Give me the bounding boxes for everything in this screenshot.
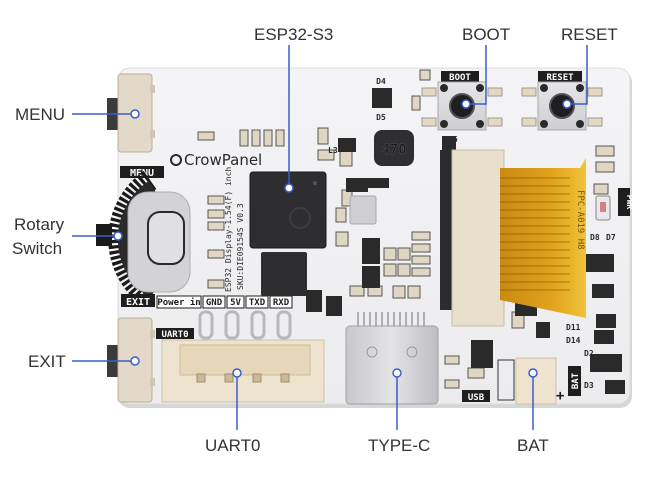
callout-dot-exit <box>130 356 140 366</box>
ref-d8: D8 <box>590 233 600 242</box>
ref-d2: D2 <box>584 349 594 358</box>
ref-d14: D14 <box>566 336 581 345</box>
callout-dots <box>113 99 572 378</box>
callout-dot-uart0 <box>232 368 242 378</box>
label-rotary-line2: Switch <box>12 239 63 258</box>
label-uart0: UART0 <box>205 436 261 455</box>
reset-button[interactable] <box>521 81 603 131</box>
label-boot: BOOT <box>462 25 511 44</box>
inductor-value: 470 <box>381 142 406 158</box>
callout-dot-reset <box>562 99 572 109</box>
ref-d7: D7 <box>606 233 616 242</box>
small-ics <box>306 136 625 394</box>
callout-dot-bat <box>528 368 538 378</box>
usb-tag: USB <box>462 390 490 403</box>
d4-d5-diode-array: D4 D5 <box>372 77 392 122</box>
label-menu: MENU <box>15 105 66 124</box>
ref-d5: D5 <box>376 113 386 122</box>
callout-line-boot <box>466 45 487 105</box>
model-text: ESP32 Display-1.54(F) inch <box>224 167 233 292</box>
brand-logo: CrowPanel <box>170 151 262 169</box>
reset-tag-text: RESET <box>546 73 574 83</box>
fpc-connector <box>440 149 505 327</box>
brand-text: CrowPanel <box>184 151 262 169</box>
rotary-switch[interactable] <box>96 170 191 308</box>
callout-lines <box>72 45 588 430</box>
pin-label-gnd: GND <box>206 298 223 308</box>
bat-tag-text: BAT <box>571 372 581 389</box>
uart0-tag-text: UART0 <box>161 330 188 340</box>
callout-line-reset <box>567 45 588 105</box>
exit-tag-text: EXIT <box>126 297 150 308</box>
bat-connector[interactable] <box>497 357 557 405</box>
inductor-470: 470 <box>374 130 414 166</box>
usb-tag-text: USB <box>468 393 485 403</box>
flash-chip <box>261 252 307 296</box>
exit-tag: EXIT <box>121 294 155 308</box>
sku-text: SKU:DIE09154S V0.3 <box>236 203 245 290</box>
pwr-tag-text: PWR <box>625 195 634 210</box>
ref-d6: D6 <box>448 135 458 144</box>
label-rotary-line1: Rotary <box>14 215 65 234</box>
header-pin-labels: Power in GND 5V TXD RXD <box>156 295 293 309</box>
label-reset: RESET <box>561 25 618 44</box>
power-led <box>595 195 611 221</box>
callout-dot-menu <box>130 109 140 119</box>
callout-dot-typec <box>392 368 402 378</box>
label-exit: EXIT <box>28 352 66 371</box>
crystal-can <box>349 195 377 225</box>
boot-tag: BOOT <box>441 71 479 83</box>
fpc-ribbon: FPC-A019 H8 <box>500 158 586 318</box>
pin-label-txd: TXD <box>249 298 266 308</box>
pwr-tag: PWR <box>618 188 634 216</box>
model-silkscreen: ESP32 Display-1.54(F) inch SKU:DIE09154S… <box>224 167 245 292</box>
label-bat: BAT <box>517 436 549 455</box>
pin-label-power-in: Power in <box>157 297 200 308</box>
pin-label-5v: 5V <box>230 298 241 308</box>
uart0-tag: UART0 <box>156 328 194 340</box>
ref-d3: D3 <box>584 381 594 390</box>
label-type-c: TYPE-C <box>368 436 431 455</box>
reset-tag: RESET <box>538 71 582 83</box>
boot-tag-text: BOOT <box>449 73 471 83</box>
ref-l3: L3 <box>328 146 338 155</box>
type-c-port[interactable] <box>345 312 439 405</box>
label-esp32-s3: ESP32-S3 <box>254 25 334 44</box>
esp32-s3-chip <box>249 171 327 249</box>
bat-plus-sign: + <box>556 388 564 404</box>
ref-d11: D11 <box>566 323 581 332</box>
bat-tag: BAT + <box>556 366 581 404</box>
fpc-text: FPC-A019 H8 <box>575 190 585 250</box>
pin-label-rxd: RXD <box>273 298 290 308</box>
ref-d4: D4 <box>376 77 386 86</box>
right-refs: D8 D7 D11 D14 D2 D3 <box>566 233 616 390</box>
callout-dot-rotary <box>113 231 123 241</box>
callout-dot-boot <box>461 99 471 109</box>
callout-dot-esp32 <box>284 183 294 193</box>
uart0-connector[interactable] <box>161 310 325 403</box>
